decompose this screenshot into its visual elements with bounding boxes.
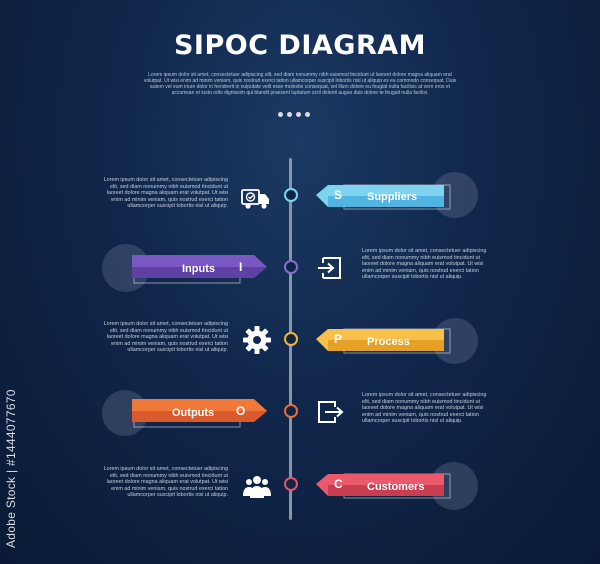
step-description-process: Lorem ipsum dolor sit amet, consectetuer… <box>103 321 228 354</box>
banner-letter-customers: C <box>334 477 343 491</box>
banner-process <box>316 328 451 354</box>
banner-letter-suppliers: S <box>334 188 343 202</box>
page-title: SIPOC DIAGRAM <box>173 30 427 61</box>
timeline-node-suppliers <box>284 188 298 202</box>
pagination-dots <box>278 112 310 117</box>
gear-icon <box>242 325 272 355</box>
banner-letter-inputs: I <box>239 260 243 274</box>
dot <box>287 112 292 117</box>
banner-label-inputs: Inputs <box>182 263 215 275</box>
banner-label-outputs: Outputs <box>172 407 215 419</box>
banner-customers <box>316 473 451 499</box>
dot <box>296 112 301 117</box>
timeline-node-outputs <box>284 404 298 418</box>
banner-suppliers <box>316 184 451 210</box>
banner-outputs <box>132 399 267 428</box>
step-description-outputs: Lorem ipsum dolor sit amet, consectetuer… <box>362 392 487 425</box>
banner-label-suppliers: Suppliers <box>367 191 418 203</box>
timeline-node-process <box>284 332 298 346</box>
timeline-node-inputs <box>284 260 298 274</box>
step-description-inputs: Lorem ipsum dolor sit amet, consectetuer… <box>362 248 487 281</box>
timeline-node-customers <box>284 477 298 491</box>
step-description-customers: Lorem ipsum dolor sit amet, consectetuer… <box>103 466 228 499</box>
dot <box>278 112 283 117</box>
banner-label-process: Process <box>367 336 410 348</box>
banner-label-customers: Customers <box>367 481 425 493</box>
users-icon <box>242 472 272 502</box>
delivery-truck-icon <box>241 183 271 213</box>
banner-inputs <box>132 255 267 284</box>
dot <box>305 112 310 117</box>
step-description-suppliers: Lorem ipsum dolor sit amet, consectetuer… <box>103 177 228 210</box>
input-icon <box>315 253 345 283</box>
banner-letter-outputs: O <box>236 404 246 418</box>
subtitle-text: Lorem ipsum dolor sit amet, consectetuer… <box>143 72 457 96</box>
watermark-id: Adobe Stock | #1444077670 <box>4 389 18 548</box>
banner-letter-process: P <box>334 332 343 346</box>
output-icon <box>315 397 345 427</box>
